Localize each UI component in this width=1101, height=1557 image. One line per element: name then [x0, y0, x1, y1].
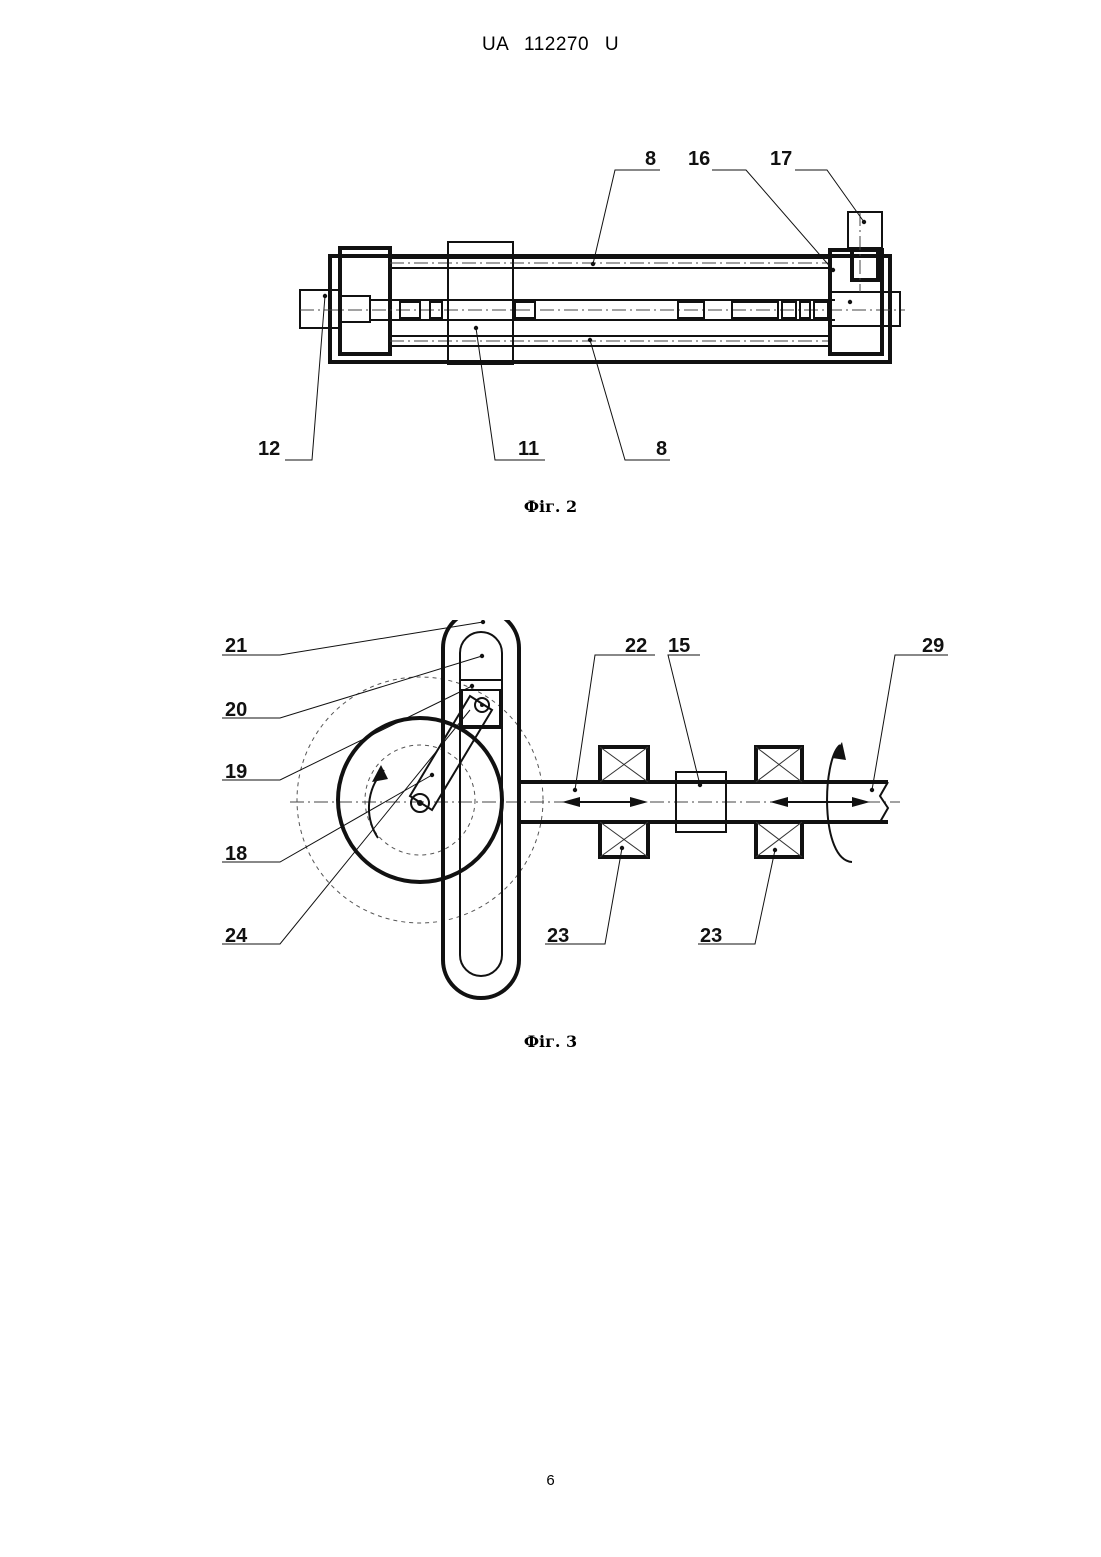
label-18: 18 — [225, 843, 247, 865]
page-number: 6 — [0, 1472, 1101, 1489]
label-23-left: 23 — [547, 925, 569, 947]
figure-2-caption: Фіг. 2 — [0, 497, 1101, 516]
label-17: 17 — [770, 148, 792, 170]
label-8-top: 8 — [645, 148, 656, 170]
label-29: 29 — [922, 635, 944, 657]
left-shaft-collar — [340, 296, 370, 322]
left-shaft — [300, 290, 340, 328]
figure-2-drawing: 8 16 17 12 11 8 — [0, 130, 1101, 480]
crank-arm — [410, 696, 492, 810]
label-15: 15 — [668, 635, 690, 657]
label-20: 20 — [225, 699, 247, 721]
label-12: 12 — [258, 438, 280, 460]
label-11: 11 — [518, 438, 539, 460]
right-end-block — [830, 250, 882, 354]
slotted-yoke — [443, 620, 519, 998]
label-19: 19 — [225, 761, 247, 783]
label-21: 21 — [225, 635, 247, 657]
motor-box — [848, 212, 882, 248]
label-16: 16 — [688, 148, 710, 170]
label-24: 24 — [225, 925, 248, 947]
document-id-header: UA 112270 U — [0, 34, 1101, 56]
label-23-right: 23 — [700, 925, 722, 947]
figure-3-caption: Фіг. 3 — [0, 1032, 1101, 1051]
label-22: 22 — [625, 635, 647, 657]
figure-3-drawing: 21 20 19 18 24 22 15 29 23 23 — [0, 620, 1101, 1020]
label-8-bottom: 8 — [656, 438, 667, 460]
